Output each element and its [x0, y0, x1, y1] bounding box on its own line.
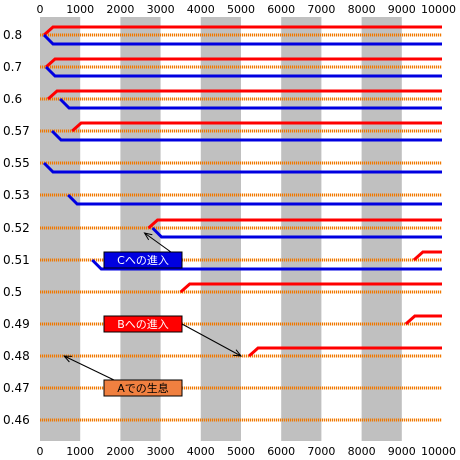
annotation-a: Aでの生息 — [103, 379, 183, 397]
series-b-lines — [43, 25, 442, 358]
annotation-label-2: Aでの生息 — [117, 381, 169, 395]
x-tick-top-8: 8000 — [348, 3, 376, 16]
series-b-entry-1 — [45, 57, 442, 69]
series-c-entry-3 — [50, 129, 442, 142]
series-c-entry-4 — [42, 161, 442, 174]
y-tick-4: 0.55 — [3, 156, 30, 170]
y-tick-11: 0.47 — [3, 381, 30, 395]
y-tick-1: 0.7 — [3, 60, 22, 74]
x-tick-top-5: 5000 — [227, 3, 255, 16]
x-tick-bottom-4: 4000 — [187, 445, 215, 458]
series-c-entry-5 — [67, 193, 442, 206]
x-tick-top-2: 2000 — [106, 3, 134, 16]
y-tick-7: 0.51 — [3, 253, 30, 267]
y-tick-0: 0.8 — [3, 28, 22, 42]
x-tick-bottom-3: 3000 — [147, 445, 175, 458]
x-tick-top-9: 9000 — [388, 3, 416, 16]
series-b-entry-2 — [47, 89, 442, 101]
x-tick-bottom-6: 6000 — [267, 445, 295, 458]
annotation-c: Cへの進入 — [103, 251, 183, 269]
y-tick-12: 0.46 — [3, 413, 30, 427]
x-ticks-bottom: 0 1000 2000 3000 4000 5000 6000 7000 8000 9000 100… — [37, 445, 457, 458]
y-tick-6: 0.52 — [3, 221, 30, 235]
series-c-entry-7 — [91, 258, 442, 271]
series-b-entry-0 — [43, 25, 442, 37]
annotation-label-0: Cへの進入 — [117, 254, 169, 267]
x-tick-bottom-1: 1000 — [66, 445, 94, 458]
annotation-arrow-head-2 — [62, 355, 73, 363]
x-tick-bottom-7: 7000 — [307, 445, 335, 458]
x-tick-bottom-9: 9000 — [388, 445, 416, 458]
x-tick-bottom-8: 8000 — [348, 445, 376, 458]
x-tick-bottom-5: 5000 — [227, 445, 255, 458]
x-tick-top-7: 7000 — [307, 3, 335, 16]
annotation-box-2 — [103, 379, 183, 397]
y-tick-10: 0.48 — [3, 349, 30, 363]
series-c-entry-2 — [59, 97, 442, 110]
series-b-entry-4 — [147, 218, 442, 230]
shaded-band-3 — [281, 17, 322, 441]
series-b-entry-5 — [412, 250, 442, 262]
y-ticks: 0.8 0.7 0.6 0.57 0.55 0.53 0.52 0.51 0.5 0.49 0.48… — [3, 28, 30, 427]
series-c-lines — [42, 33, 442, 271]
x-ticks-top: 0 1000 2000 3000 4000 5000 6000 7000 8000 9000 100… — [37, 3, 457, 16]
series-c-entry-1 — [44, 65, 442, 78]
annotation-arrow-line-2 — [63, 355, 115, 381]
x-tick-top-6: 6000 — [267, 3, 295, 16]
x-tick-top-4: 4000 — [187, 3, 215, 16]
annotation-box-0 — [103, 251, 183, 269]
y-tick-9: 0.49 — [3, 317, 30, 331]
series-b-entry-7 — [404, 314, 442, 326]
x-tick-top-10: 10000 — [421, 3, 456, 16]
y-tick-3: 0.57 — [3, 124, 30, 138]
series-c-entry-6 — [151, 226, 442, 239]
annotation-b: Bへの進入 — [103, 315, 183, 333]
x-tick-top-0: 0 — [37, 3, 44, 16]
annotation-box-1 — [103, 315, 183, 333]
annotation-arrow-line-1 — [181, 323, 242, 357]
series-b-entry-6 — [179, 282, 442, 294]
x-tick-bottom-10: 10000 — [421, 445, 456, 458]
shaded-band-4 — [361, 17, 402, 441]
x-tick-top-1: 1000 — [66, 3, 94, 16]
x-tick-top-3: 3000 — [147, 3, 175, 16]
y-tick-2: 0.6 — [3, 92, 22, 106]
y-tick-5: 0.53 — [3, 188, 30, 202]
x-tick-bottom-2: 2000 — [106, 445, 134, 458]
y-tick-8: 0.5 — [3, 285, 22, 299]
x-tick-bottom-0: 0 — [37, 445, 44, 458]
series-b-entry-3 — [71, 121, 442, 133]
annotation-label-1: Bへの進入 — [117, 318, 169, 331]
series-c-entry-0 — [42, 33, 442, 46]
annotation-arrow-head-1 — [232, 349, 243, 357]
series-b-entry-8 — [248, 346, 442, 358]
annotation-labels: Cへの進入 Bへの進入 Aでの生息 — [103, 251, 183, 397]
annotation-arrow-head-0 — [143, 232, 153, 241]
